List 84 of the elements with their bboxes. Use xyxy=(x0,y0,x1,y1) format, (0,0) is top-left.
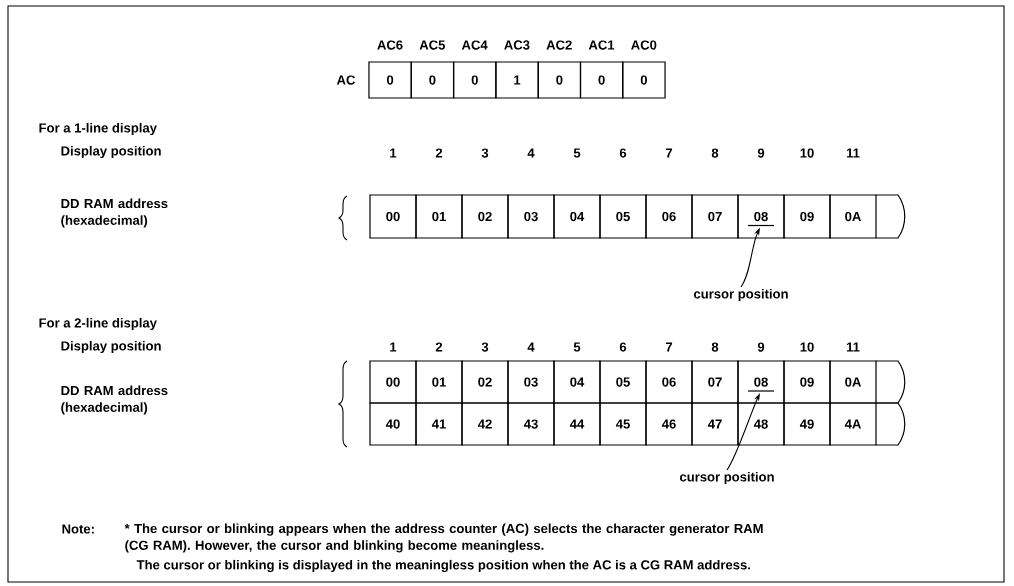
cell: 02 xyxy=(461,194,509,239)
cell: 05 xyxy=(599,194,647,239)
bit-label: AC1 xyxy=(588,40,615,50)
position-number: 5 xyxy=(573,342,581,352)
cell: 01 xyxy=(415,360,463,404)
position-number: 8 xyxy=(711,148,719,158)
row-end xyxy=(875,402,906,446)
cell: 45 xyxy=(599,402,647,446)
cell: 04 xyxy=(553,360,601,404)
cell: 03 xyxy=(507,360,555,404)
cell: 00 xyxy=(369,194,417,239)
cell: 40 xyxy=(369,402,417,446)
cell: 05 xyxy=(599,360,647,404)
cursor-label: cursor position xyxy=(679,471,774,485)
row-end xyxy=(875,194,906,239)
cell: 09 xyxy=(783,360,831,404)
cell: 4A xyxy=(829,402,877,446)
cell: 46 xyxy=(645,402,693,446)
position-number: 1 xyxy=(390,342,397,352)
row-label: Display position xyxy=(61,145,161,159)
row-label: DD RAM address (hexadecimal) xyxy=(61,198,168,228)
cell: 08 xyxy=(737,194,785,239)
cell: 0 xyxy=(537,61,582,99)
cell: 08 xyxy=(737,360,785,404)
bit-label: AC5 xyxy=(419,40,445,50)
position-number: 6 xyxy=(619,148,627,158)
bit-label: AC2 xyxy=(546,40,572,50)
row-end xyxy=(875,360,906,404)
bit-label: AC3 xyxy=(504,40,530,50)
bit-label: AC0 xyxy=(631,40,657,50)
row-label: DD RAM address (hexadecimal) xyxy=(61,385,168,415)
cell: 0 xyxy=(368,61,412,99)
position-number: 6 xyxy=(619,342,627,352)
register-label: AC xyxy=(336,75,356,85)
position-number: 11 xyxy=(846,148,860,158)
section-heading: For a 1-line display xyxy=(39,122,157,136)
cell: 06 xyxy=(645,194,693,239)
cell: 49 xyxy=(783,402,831,446)
position-number: 10 xyxy=(800,342,814,352)
cell: 44 xyxy=(553,402,601,446)
cell: 09 xyxy=(783,194,831,239)
position-number: 9 xyxy=(757,342,765,352)
cell: 1 xyxy=(495,61,539,99)
cell: 06 xyxy=(645,360,693,404)
note-label: Note: xyxy=(62,524,94,534)
cell: 0A xyxy=(829,194,877,239)
position-number: 1 xyxy=(390,148,397,158)
position-number: 5 xyxy=(573,148,581,158)
position-number: 2 xyxy=(435,342,443,352)
position-number: 7 xyxy=(665,148,673,158)
position-number: 4 xyxy=(527,148,535,158)
position-number: 2 xyxy=(435,148,443,158)
position-number: 3 xyxy=(481,342,489,352)
position-number: 9 xyxy=(757,148,765,158)
cell: 47 xyxy=(691,402,739,446)
cell: 00 xyxy=(369,360,417,404)
position-number: 10 xyxy=(800,148,814,158)
cell: 03 xyxy=(507,194,555,239)
cursor-label: cursor position xyxy=(693,288,788,302)
cell: 0 xyxy=(453,61,497,99)
position-number: 7 xyxy=(665,342,673,352)
cell: 07 xyxy=(691,194,739,239)
cell: 48 xyxy=(737,402,785,446)
cell: 0A xyxy=(829,360,877,404)
section-heading: For a 2-line display xyxy=(39,317,157,331)
position-number: 8 xyxy=(711,342,719,352)
cell: 07 xyxy=(691,360,739,404)
cell: 01 xyxy=(415,194,463,239)
note-text: The cursor or blinking is displayed in the meaningless position when the AC is a CG RAM address. xyxy=(136,559,750,573)
cell: 04 xyxy=(553,194,601,239)
cell: 02 xyxy=(461,360,509,404)
cell: 42 xyxy=(461,402,509,446)
position-number: 3 xyxy=(481,148,489,158)
note-text: * The cursor or blinking appears when the address counter (AC) selects the character generator RAM (CG RAM). However, the cursor and blinking become meaningless. xyxy=(124,523,763,553)
row-label: Display position xyxy=(61,340,161,354)
bit-label: AC4 xyxy=(461,40,488,50)
cell: 0 xyxy=(410,61,455,99)
position-number: 4 xyxy=(527,342,535,352)
cell: 43 xyxy=(507,402,555,446)
cell: 41 xyxy=(415,402,463,446)
position-number: 11 xyxy=(846,342,860,352)
cell: 0 xyxy=(579,61,624,99)
cell: 0 xyxy=(622,61,666,99)
bit-label: AC6 xyxy=(377,40,403,50)
